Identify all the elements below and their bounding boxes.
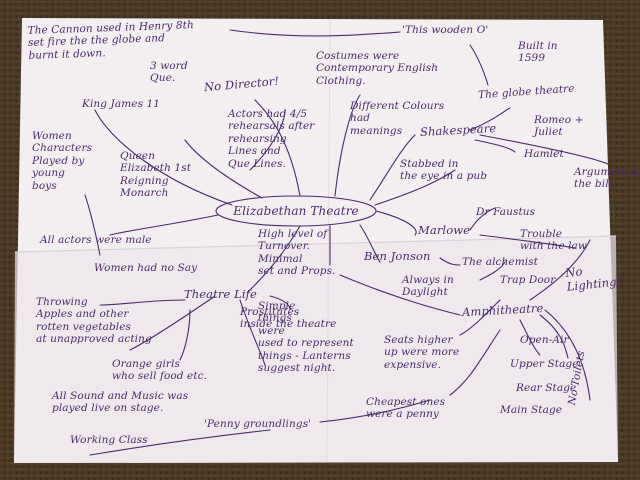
note-dr-faustus: Dr Faustus (476, 206, 536, 218)
note-simple-things: Simple things were used to represent thi… (258, 300, 354, 374)
note-women-characters: Women Characters Played by young boys (32, 130, 93, 192)
note-three-word-que: 3 word Que. (150, 60, 188, 85)
note-colours-meanings: Different Colours had meanings (350, 100, 445, 137)
note-working-class: Working Class (70, 434, 148, 446)
note-high-turnover: High level of Turnover. Minimal set and … (258, 228, 336, 278)
note-hamlet: Hamlet (524, 148, 564, 160)
note-cannon: The Cannon used in Henry 8th set fire th… (27, 19, 195, 62)
note-rehearsals: Actors had 4/5 rehearsals after rehearsi… (228, 108, 315, 170)
note-king-james: King James 11 (82, 98, 161, 110)
note-built-in: Built in 1599 (518, 40, 558, 65)
note-upper-stage: Upper Stage (510, 358, 579, 370)
note-daylight: Always in Daylight (402, 274, 454, 299)
note-rear-stage: Rear Stage (516, 382, 577, 394)
note-trap-door: Trap Door (500, 274, 556, 286)
note-main-stage: Main Stage (500, 404, 563, 416)
note-penny-groundlings: 'Penny groundlings' (204, 418, 312, 430)
note-cheapest-penny: Cheapest ones were a penny (366, 396, 446, 421)
paper-lower-half (14, 236, 618, 463)
note-stabbed: Stabbed in the eye in a pub (400, 158, 488, 183)
note-queen-elizabeth: Queen Elizabeth 1st Reigning Monarch (120, 150, 192, 200)
note-alchemist: The alchemist (462, 256, 539, 268)
centre-topic: Elizabethan Theatre (216, 196, 376, 226)
note-prostitutes: Prostitutes inside the theatre (240, 306, 337, 331)
note-all-actors-male: All actors were male (40, 234, 152, 246)
paper-fold (14, 235, 617, 253)
note-throwing-apples: Throwing Apples and other rotten vegetab… (36, 296, 152, 346)
note-women-no-say: Women had no Say (94, 262, 198, 274)
note-orange-girls: Orange girls who sell food etc. (112, 358, 208, 383)
note-ben-jonson: Ben Jonson (364, 249, 431, 263)
note-sound-music: All Sound and Music was played live on s… (52, 390, 189, 415)
note-argument-bill: Argument of the bill (574, 166, 640, 191)
note-open-air: Open-Air (520, 334, 569, 346)
centre-topic-label: Elizabethan Theatre (233, 203, 359, 218)
note-theatre-life: Theatre Life (184, 287, 257, 301)
note-costumes: Costumes were Contemporary English Cloth… (316, 50, 439, 87)
note-trouble-law: Trouble with the law (520, 228, 588, 253)
note-wooden-o: 'This wooden O' (402, 24, 489, 36)
note-marlowe: Marlowe (418, 223, 471, 237)
note-no-lighting: No Lighting! (564, 264, 622, 294)
note-romeo-juliet: Romeo + Juliet (534, 114, 584, 139)
note-seats-higher: Seats higher up were more expensive. (384, 334, 460, 371)
paper-fold-vertical (326, 19, 331, 463)
connector-lines (84, 29, 611, 456)
